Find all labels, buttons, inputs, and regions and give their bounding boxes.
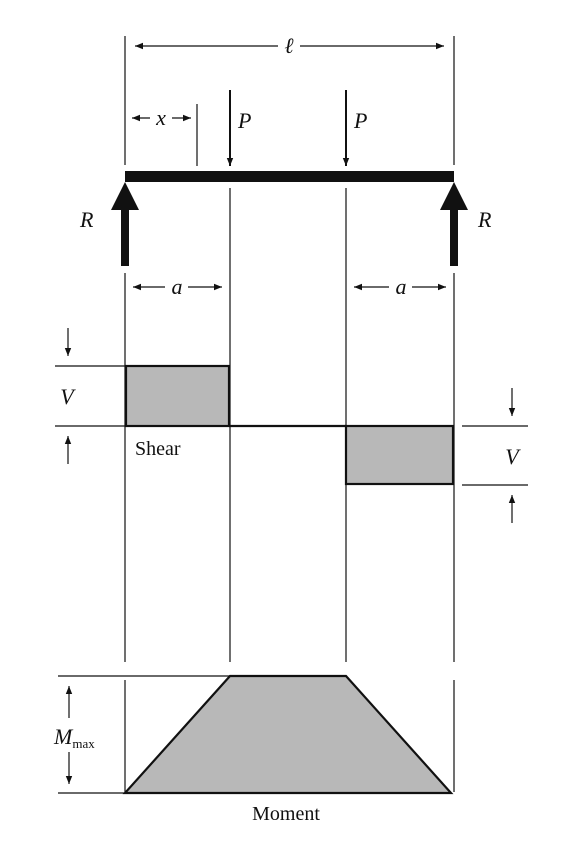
load-left-label: P <box>237 108 251 133</box>
length-label: ℓ <box>284 33 294 58</box>
x-label: x <box>155 105 166 130</box>
shear-negative-block <box>344 424 455 486</box>
moment-title: Moment <box>252 803 320 825</box>
a-left-label: a <box>172 274 183 299</box>
moment-max-main: M <box>53 724 74 749</box>
shear-positive-block <box>124 364 231 428</box>
reaction-right: R <box>440 182 492 266</box>
beam <box>125 171 454 182</box>
reaction-left-shaft <box>121 209 129 266</box>
reaction-right-arrowhead <box>440 182 468 210</box>
load-right-label: P <box>353 108 367 133</box>
load-left: P <box>226 90 251 166</box>
shear-left-value-label: V <box>60 384 76 409</box>
a-dimension-left: a <box>133 274 222 299</box>
reaction-left-arrowhead <box>111 182 139 210</box>
x-dimension: x <box>132 104 198 166</box>
moment-max-subscript: max <box>72 736 95 751</box>
reaction-left: R <box>79 182 139 266</box>
reaction-right-label: R <box>477 207 492 232</box>
a-dimension-right: a <box>354 274 446 299</box>
shear-title: Shear <box>135 438 181 460</box>
shear-diagram: Shear V V <box>55 328 528 523</box>
a-right-label: a <box>396 274 407 299</box>
moment-max-label: Mmax <box>53 724 95 751</box>
length-dimension: ℓ <box>124 33 455 165</box>
reaction-left-label: R <box>79 207 94 232</box>
moment-trapezoid <box>122 674 454 795</box>
shear-right-value-label: V <box>505 444 521 469</box>
moment-diagram: Moment Mmax <box>53 674 454 825</box>
load-right: P <box>342 90 367 166</box>
reaction-right-shaft <box>450 209 458 266</box>
